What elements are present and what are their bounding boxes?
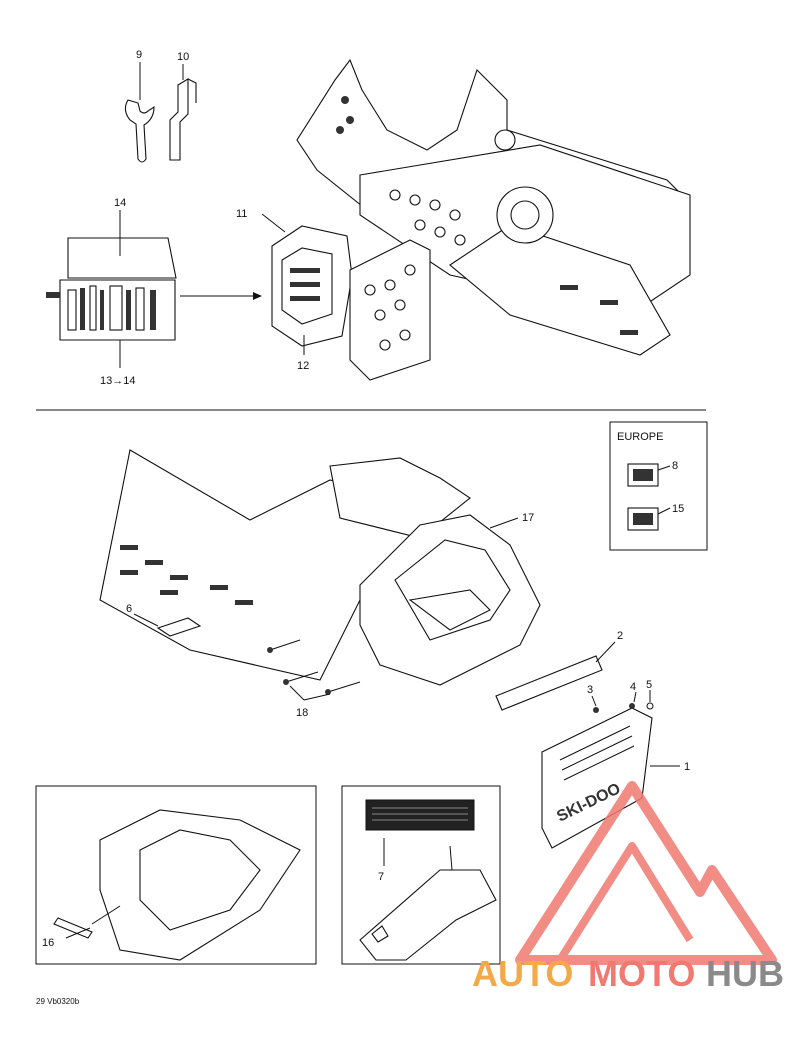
callout-9: 9 xyxy=(136,49,142,61)
callout-11: 11 xyxy=(236,208,247,220)
bumper-strip-part-2 xyxy=(495,641,616,711)
figure-code: 29 Vb0320b xyxy=(36,997,80,1006)
chassis-frame xyxy=(296,58,691,356)
callout-10: 10 xyxy=(177,51,189,63)
europe-label: EUROPE xyxy=(617,431,663,443)
watermark-logo xyxy=(515,781,777,965)
callout-2: 2 xyxy=(617,630,623,642)
fasteners-3-4-5 xyxy=(591,690,654,713)
watermark-hub: HUB xyxy=(706,953,784,994)
callout-7: 7 xyxy=(378,871,384,883)
reflector-part-6 xyxy=(133,613,202,637)
callout-3: 3 xyxy=(587,684,593,696)
callout-6: 6 xyxy=(126,603,132,615)
callout-16: 16 xyxy=(42,937,54,949)
europe-box: EUROPE xyxy=(609,421,708,551)
inset-box-left xyxy=(35,785,317,965)
callout-8: 8 xyxy=(672,460,678,472)
tool-box-part-14 xyxy=(46,210,177,368)
callout-18: 18 xyxy=(296,707,308,719)
nose-cone-part-17 xyxy=(359,514,541,686)
watermark-moto: MOTO xyxy=(588,953,695,994)
tool-bag-part-11-12 xyxy=(261,213,353,355)
callout-15: 15 xyxy=(672,503,684,515)
front-panel-part-1: SKI-DOO xyxy=(541,707,680,849)
callout-1: 1 xyxy=(684,761,690,773)
spanner-wrench-part-9 xyxy=(124,62,155,163)
callout-4: 4 xyxy=(630,681,636,693)
callout-17: 17 xyxy=(522,512,534,524)
callout-12: 12 xyxy=(297,360,309,372)
screws-part-18 xyxy=(267,639,361,701)
callout-13-14: 13→14 xyxy=(100,375,135,387)
watermark-auto: AUTO xyxy=(472,953,573,994)
inset-box-middle xyxy=(341,785,501,965)
callout-14: 14 xyxy=(114,197,126,209)
mounting-plate xyxy=(349,239,431,381)
callout-5: 5 xyxy=(646,679,652,691)
bracket-tool-part-10 xyxy=(169,64,197,161)
